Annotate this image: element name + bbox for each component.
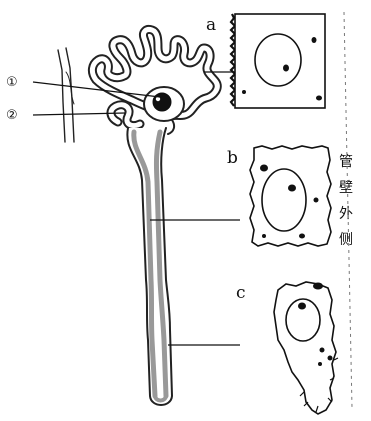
- cell-c-label: c: [236, 283, 246, 303]
- cell-a: a: [206, 14, 325, 108]
- marker-2: ②: [6, 108, 18, 123]
- cell-a-nucleolus: [283, 65, 289, 72]
- cell-a-label: a: [206, 15, 216, 35]
- glomerulus: [153, 93, 171, 111]
- cell-c: c: [236, 282, 338, 414]
- side-char-3: 外: [339, 206, 353, 222]
- cell-a-membrane: [235, 14, 325, 108]
- nephron: [58, 29, 217, 405]
- cell-b-nucleolus: [288, 185, 296, 192]
- side-char-4: 侧: [339, 232, 353, 248]
- cell-b: b: [227, 146, 331, 246]
- cell-c-nucleolus: [298, 303, 306, 310]
- cell-c-membrane: [274, 282, 336, 414]
- cell-b-label: b: [227, 148, 238, 168]
- marker-1: ①: [6, 75, 18, 90]
- arteriole-vessel: [58, 48, 74, 142]
- side-char-2: 壁: [339, 180, 353, 196]
- side-label-wall-outside: 管 壁 外 侧: [339, 154, 353, 248]
- side-char-1: 管: [339, 154, 353, 170]
